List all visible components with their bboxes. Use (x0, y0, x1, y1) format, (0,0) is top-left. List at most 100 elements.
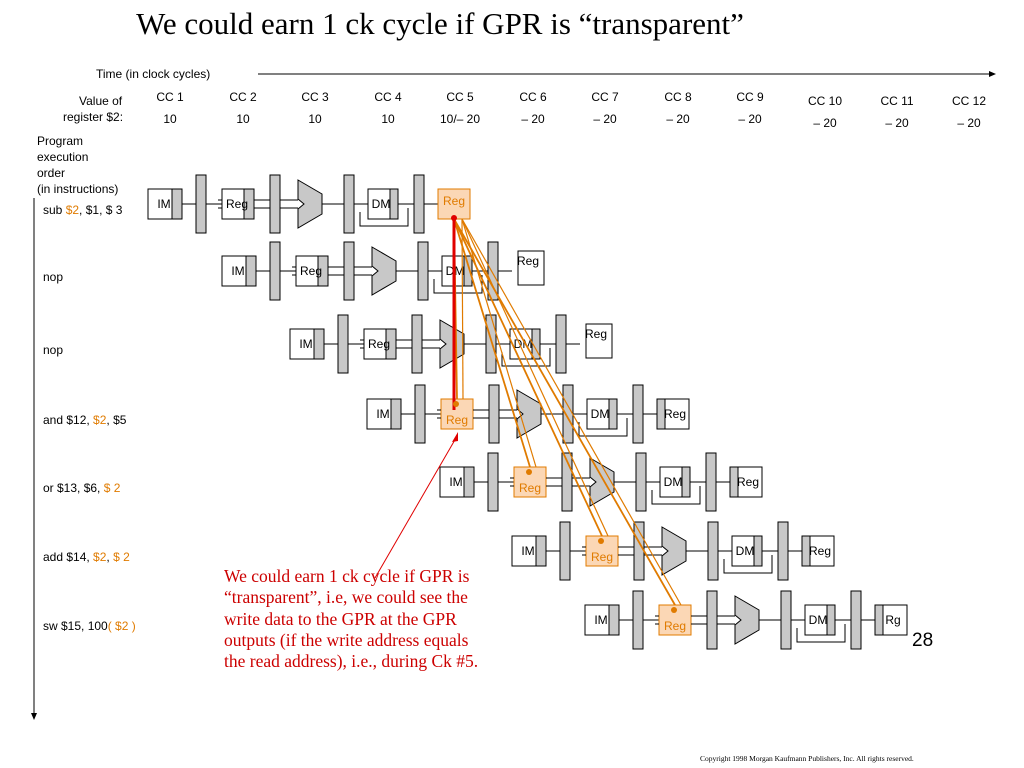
im-shade (313, 328, 325, 360)
pipeline-latch (706, 590, 718, 650)
pipeline-latch (487, 452, 499, 512)
instruction-label: nop (43, 270, 63, 284)
im-label: IM (594, 613, 607, 627)
register-value: – 20 (813, 116, 837, 130)
dm-label: DM (664, 475, 683, 489)
program-label-4: (in instructions) (37, 182, 119, 196)
register-value: 10/– 20 (439, 112, 481, 126)
bypass-wire (723, 555, 773, 574)
reg-label: Reg (517, 254, 539, 268)
reg-label: Reg (664, 407, 686, 421)
pipeline-latch (414, 384, 426, 444)
forward-dot (453, 401, 459, 407)
forward-dot (671, 607, 677, 613)
im-shade (171, 188, 183, 220)
register-file-write (437, 188, 471, 220)
clock-cycle-label: CC 5 (446, 90, 474, 104)
instruction-part: or $13, $6, (43, 481, 104, 495)
instruction-part: $2 (93, 413, 107, 427)
instruction-part: ( $2 ) (107, 619, 136, 633)
alu (371, 246, 397, 296)
alu (297, 179, 323, 229)
clock-cycle-label: CC 6 (519, 90, 547, 104)
reg-shade (729, 466, 739, 498)
register-value: 10 (381, 112, 395, 126)
reg-shade (243, 188, 255, 220)
im-label: IM (157, 197, 170, 211)
clock-cycle-label: CC 1 (156, 90, 184, 104)
im-shade (390, 398, 402, 430)
instruction-part: , (106, 550, 114, 564)
forwarding-line (461, 218, 682, 606)
pipeline-latch (562, 384, 574, 444)
pipeline-latch (269, 174, 281, 234)
im-label: IM (449, 475, 462, 489)
pipeline-row: IM Reg DM Reg (439, 452, 763, 512)
forwarding-line (461, 218, 609, 537)
forwarding-line (453, 218, 676, 606)
pipeline-latch (561, 452, 573, 512)
pipeline-latch (487, 241, 499, 301)
instruction-label: sw $15, 100( $2 ) (43, 619, 136, 633)
instruction-part: $ 2 (103, 481, 121, 495)
instruction-part: , $1, $ 3 (79, 203, 123, 217)
clock-cycle-label: CC 7 (591, 90, 619, 104)
time-axis-arrowhead (989, 71, 996, 77)
dm-label: DM (809, 613, 828, 627)
im-shade (535, 535, 547, 567)
reg-label: Reg (519, 481, 541, 495)
pipeline-latch (195, 174, 207, 234)
program-order-arrowhead (31, 713, 37, 720)
dm-shade (389, 188, 399, 220)
reg-label: Reg (591, 550, 613, 564)
instruction-label: or $13, $6, $ 2 (43, 481, 120, 495)
register-value: 10 (236, 112, 250, 126)
program-label-2: execution (37, 150, 89, 164)
dm-shade (753, 535, 763, 567)
instruction-part: $2 (65, 203, 80, 217)
pipeline-latch (559, 521, 571, 581)
forward-dot (598, 538, 604, 544)
slide-title: We could earn 1 ck cycle if GPR is “tran… (136, 6, 744, 41)
pipeline-latch (777, 521, 789, 581)
instruction-part: $ 2 (113, 550, 130, 564)
instruction-part: $2 (93, 550, 107, 564)
pipeline-latch (337, 314, 349, 374)
reg-label: Reg (585, 327, 607, 341)
reg-label: Reg (446, 413, 468, 427)
transparent-gpr-dot (451, 215, 457, 221)
instruction-part: , $5 (106, 413, 127, 427)
page-number: 28 (912, 630, 934, 651)
note-arrowhead (452, 432, 458, 442)
pipeline-latch (343, 241, 355, 301)
dm-shade (681, 466, 691, 498)
im-shade (463, 466, 475, 498)
time-axis-label: Time (in clock cycles) (96, 67, 211, 81)
im-label: IM (376, 407, 389, 421)
pipeline-latch (485, 314, 497, 374)
bypass-wire (796, 624, 846, 643)
forwarding-line (461, 218, 464, 400)
reg-label: Reg (443, 194, 465, 208)
instruction-label: sub $2, $1, $ 3 (43, 203, 122, 217)
register-file-write (517, 250, 545, 286)
pipeline-latch (555, 314, 567, 374)
dm-shade (608, 398, 618, 430)
dm-label: DM (736, 544, 755, 558)
pipeline-latch (632, 384, 644, 444)
reg-label: Reg (809, 544, 831, 558)
register-value: – 20 (521, 112, 545, 126)
instruction-part: nop (43, 343, 64, 357)
instruction-part: sw $15, 100 (43, 619, 108, 633)
pipeline-latch (780, 590, 792, 650)
reg-label: Reg (737, 475, 759, 489)
reg-label: Rg (885, 613, 900, 627)
pipeline-latch (850, 590, 862, 650)
instruction-label: add $14, $2, $ 2 (43, 550, 130, 564)
pipeline-latch (413, 174, 425, 234)
reg-shade (656, 398, 666, 430)
bypass-wire (359, 208, 409, 227)
im-label: IM (521, 544, 534, 558)
reg-shade (801, 535, 811, 567)
